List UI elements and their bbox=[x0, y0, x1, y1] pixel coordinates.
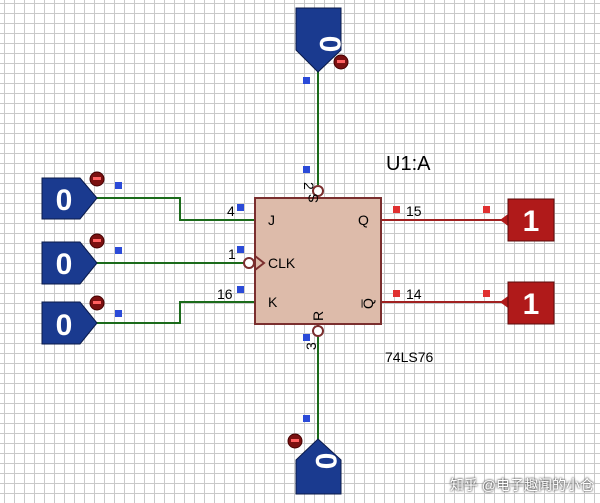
pin-label-qbar: Q̅ bbox=[360, 298, 376, 309]
pin-label-k: K bbox=[268, 294, 278, 310]
logic-state-indicator bbox=[115, 310, 122, 317]
component-part-label: 74LS76 bbox=[385, 349, 433, 365]
logic-state-indicator bbox=[237, 204, 244, 211]
pin-label-s: S bbox=[305, 194, 321, 203]
toggle-button-top[interactable] bbox=[333, 54, 349, 70]
pin-number-k: 16 bbox=[217, 286, 233, 302]
pin-number-clk: 1 bbox=[228, 246, 236, 262]
logic-state-indicator bbox=[115, 247, 122, 254]
wire-k[interactable] bbox=[96, 301, 255, 324]
clk-inversion-bubble bbox=[243, 257, 255, 269]
logic-state-indicator bbox=[303, 415, 310, 422]
logic-input-j[interactable]: 0 bbox=[41, 177, 98, 220]
pin-number-q: 15 bbox=[406, 203, 422, 219]
logic-probe-qbar: 1 bbox=[500, 281, 555, 325]
pin-label-q: Q bbox=[358, 212, 369, 228]
flipflop-body[interactable] bbox=[254, 197, 382, 325]
toggle-button-j[interactable] bbox=[89, 171, 105, 187]
pin-number-qbar: 14 bbox=[406, 286, 422, 302]
logic-state-indicator bbox=[393, 206, 400, 213]
logic-input-top-value: 0 bbox=[313, 36, 346, 53]
logic-input-j-value: 0 bbox=[56, 184, 73, 217]
logic-state-indicator bbox=[237, 246, 244, 253]
pin-number-j: 4 bbox=[227, 203, 235, 219]
logic-input-k-value: 0 bbox=[56, 309, 73, 342]
pin-label-j: J bbox=[268, 212, 275, 228]
toggle-button-clk[interactable] bbox=[89, 233, 105, 249]
pin-number-s: 2 bbox=[301, 182, 317, 190]
logic-state-indicator bbox=[303, 334, 310, 341]
pin-label-clk: CLK bbox=[268, 255, 296, 271]
logic-state-indicator bbox=[237, 286, 244, 293]
logic-state-indicator bbox=[393, 290, 400, 297]
wire-j[interactable] bbox=[96, 197, 255, 221]
logic-state-indicator bbox=[115, 182, 122, 189]
r-inversion-bubble bbox=[312, 325, 324, 337]
logic-probe-q: 1 bbox=[500, 198, 555, 242]
toggle-button-k[interactable] bbox=[89, 295, 105, 311]
toggle-button-bottom[interactable] bbox=[287, 433, 303, 449]
logic-input-clk-value: 0 bbox=[56, 248, 73, 281]
watermark: 知乎 @电子趣闻的小仓 bbox=[449, 477, 594, 493]
pin-number-r: 3 bbox=[303, 342, 319, 350]
logic-input-clk[interactable]: 0 bbox=[41, 241, 98, 285]
logic-state-indicator bbox=[483, 290, 490, 297]
component-ref-label: U1:A bbox=[386, 153, 431, 175]
logic-input-bottom-value: 0 bbox=[309, 453, 342, 470]
s-inversion-bubble bbox=[312, 185, 324, 197]
logic-state-indicator bbox=[303, 166, 310, 173]
logic-state-indicator bbox=[303, 77, 310, 84]
logic-input-k[interactable]: 0 bbox=[41, 301, 98, 345]
clk-edge-triangle-icon bbox=[254, 255, 266, 271]
logic-input-top[interactable]: 0 bbox=[295, 7, 346, 73]
logic-input-bottom[interactable]: 0 bbox=[295, 438, 342, 495]
logic-state-indicator bbox=[483, 206, 490, 213]
pin-label-r: R bbox=[310, 311, 326, 321]
logic-probe-q-value: 1 bbox=[523, 205, 540, 238]
logic-probe-qbar-value: 1 bbox=[523, 288, 540, 321]
